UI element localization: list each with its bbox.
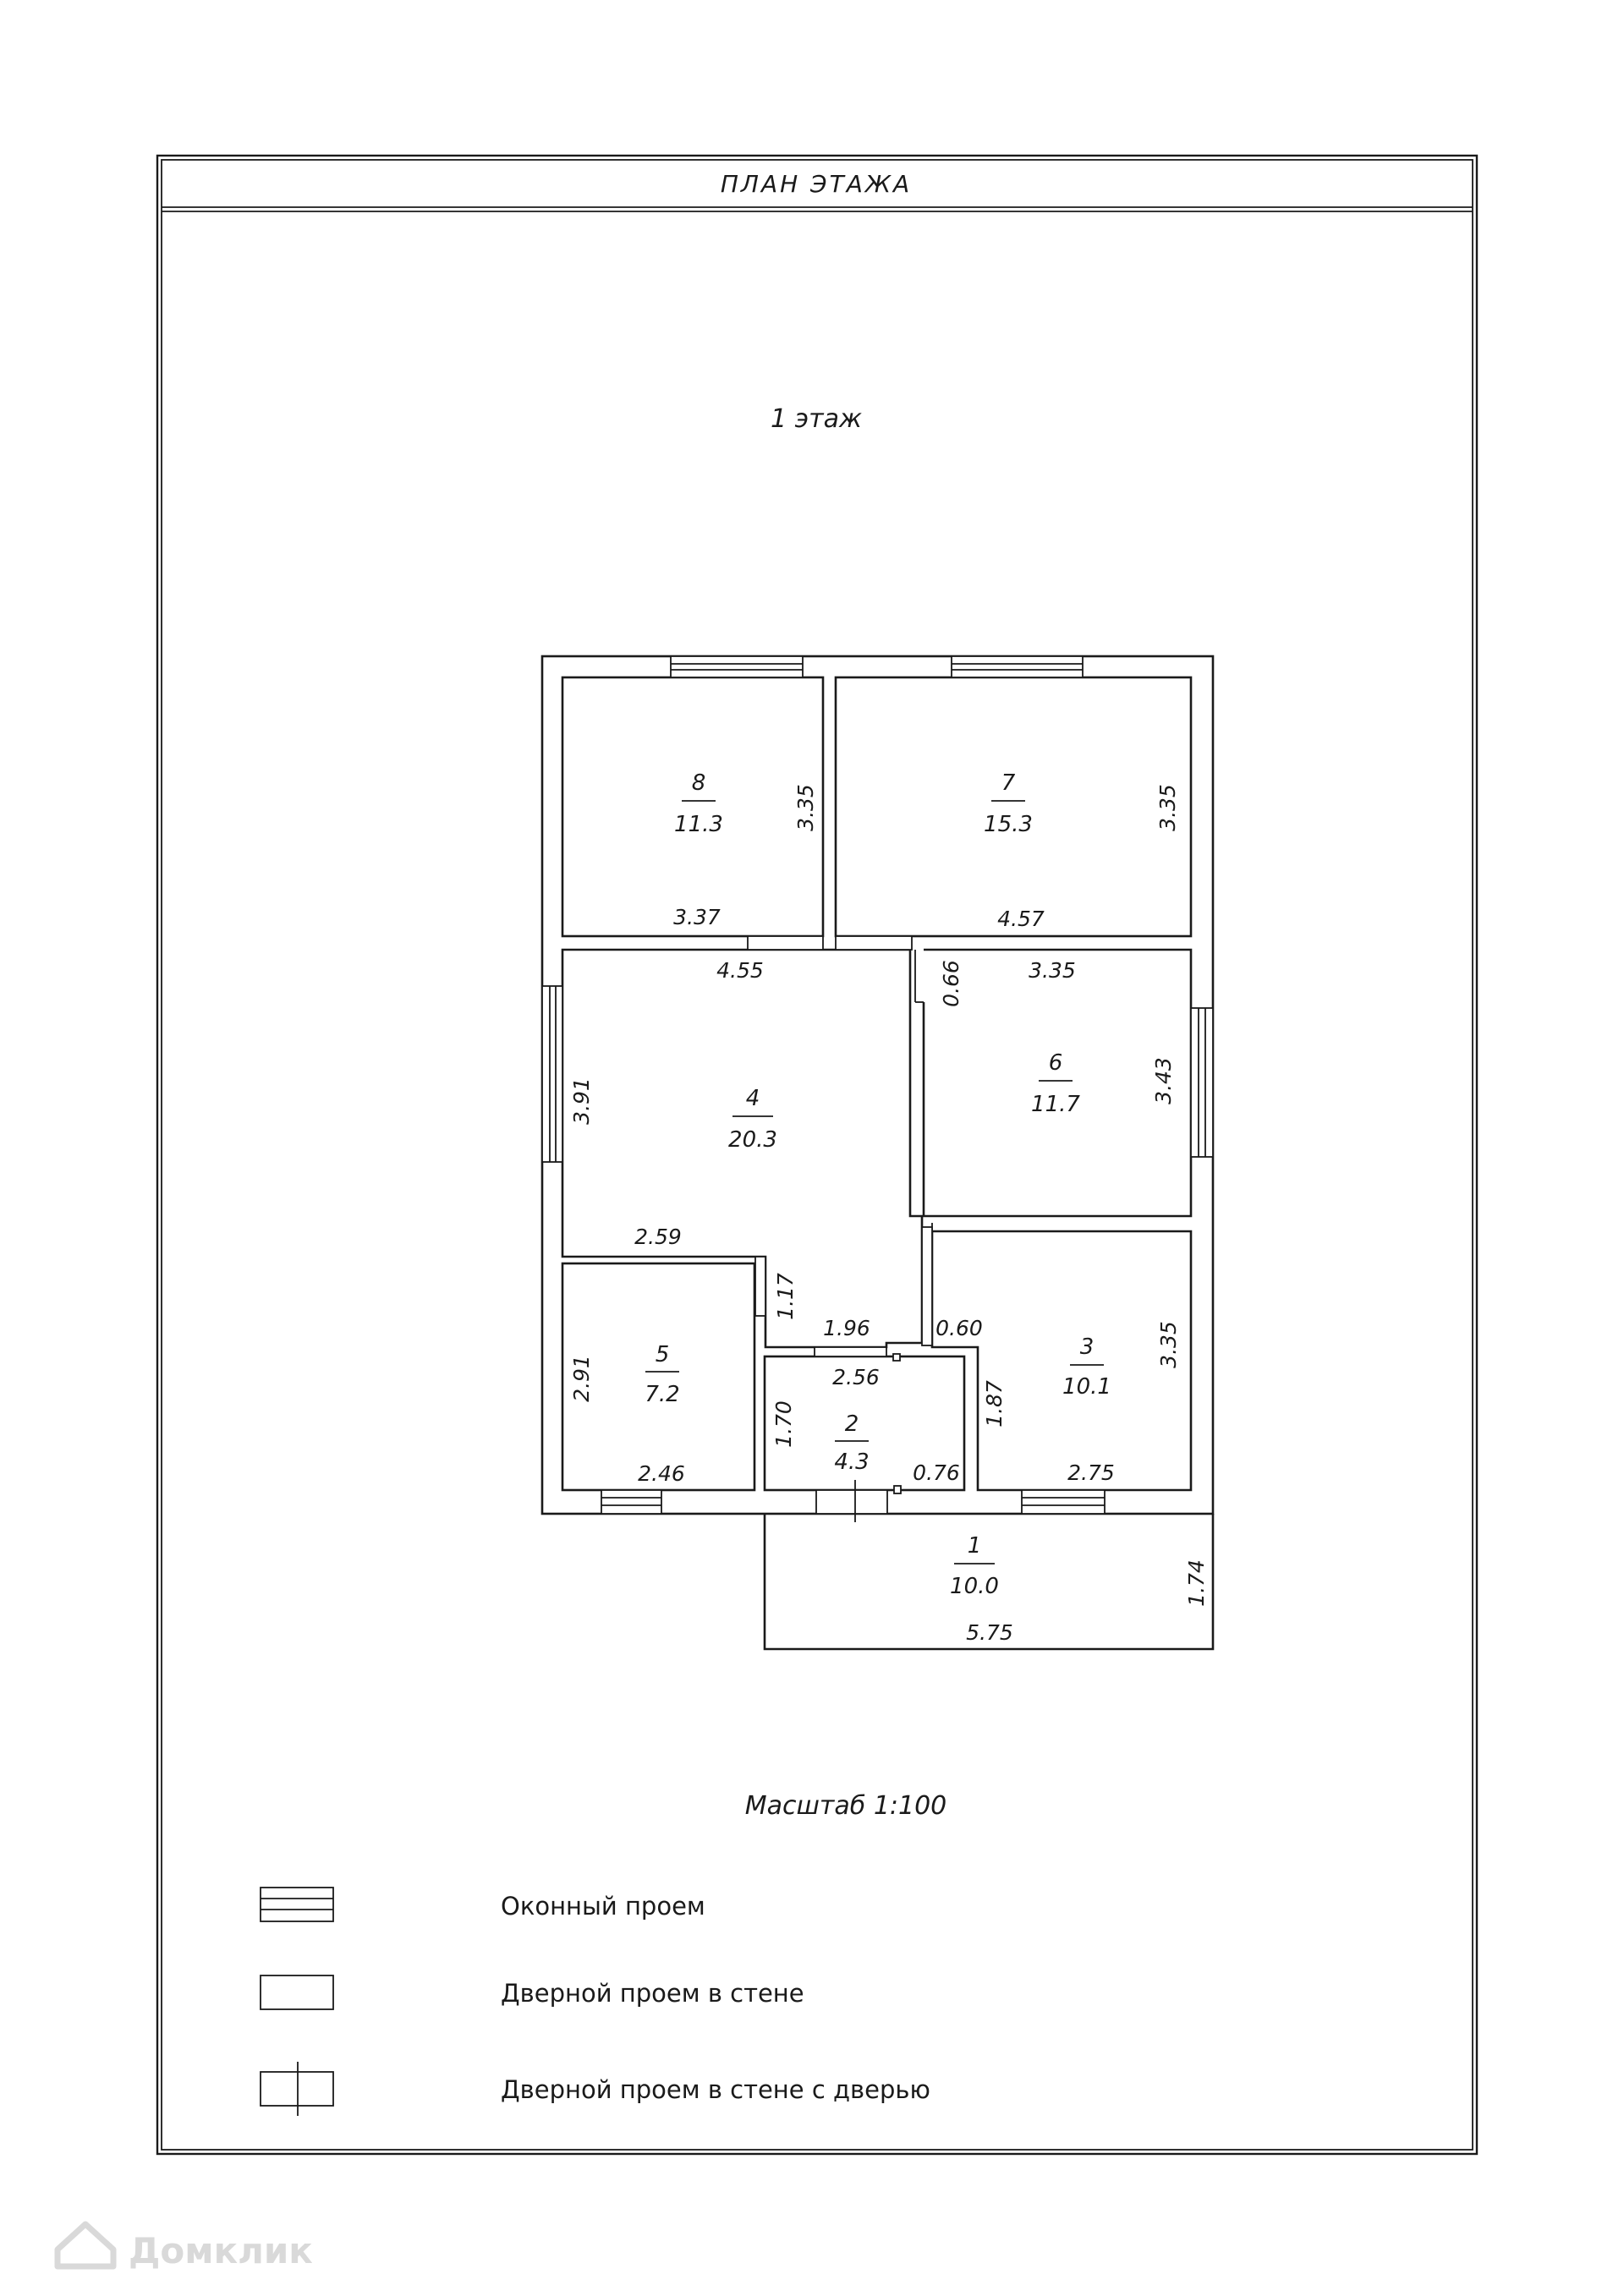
watermark: Домклик [54,2221,313,2271]
room-number: 5 [656,1342,670,1367]
room-area: 7.2 [645,1382,679,1407]
dim-r3-left: 1.87 [982,1380,1007,1427]
room-5-label: 5 7.2 [645,1342,679,1407]
room-area: 10.1 [1062,1374,1111,1400]
dim-r2-top: 2.56 [832,1365,880,1389]
house-logo-icon [54,2221,117,2270]
room-number: 7 [1001,770,1016,796]
window-room-7 [951,655,1084,678]
dim-r4-bottom: 2.59 [634,1225,682,1249]
window-room-6 [1190,1007,1214,1158]
dim-r6-top: 3.35 [1029,958,1076,983]
room-4-label: 4 20.3 [728,1086,777,1153]
room-8-outline [561,676,825,938]
door-room-7 [835,935,913,951]
floor-label: 1 этаж [771,404,862,434]
room-area: 15.3 [984,812,1033,837]
dim-r7-width: 4.57 [997,907,1045,931]
room-7-label: 7 15.3 [984,770,1033,837]
window-room-5 [601,1489,662,1515]
room-3-outline [930,1230,1193,1492]
room-area: 11.3 [674,812,723,837]
room-number: 2 [845,1411,859,1437]
dim-r4-left: 3.91 [569,1077,594,1125]
dim-r3-notch: 0.60 [935,1316,983,1340]
window-room-4 [541,985,563,1163]
room-number: 8 [692,770,706,796]
watermark-text: Домклик [129,2230,313,2271]
entrance-door [815,1489,888,1515]
room-6-label: 6 11.7 [1031,1050,1080,1117]
dim-r3-bottom: 2.75 [1067,1460,1115,1485]
scale-label: Масштаб 1:100 [745,1791,947,1821]
room-3-label: 3 10.1 [1062,1334,1111,1400]
legend-label: Дверной проем в стене с дверью [501,2075,930,2104]
dim-r2-left: 1.70 [771,1400,796,1448]
room-area: 4.3 [834,1449,869,1475]
dim-r7-height: 3.35 [1155,784,1180,831]
dim-r1-right: 1.74 [1184,1559,1209,1607]
drawing-frame [156,154,1479,2156]
dim-r3-right: 3.35 [1156,1321,1181,1368]
dim-r1-bottom: 5.75 [966,1620,1013,1645]
dim-r4-notch: 1.17 [773,1273,798,1320]
room-2-label: 2 4.3 [834,1411,869,1475]
room-1-label: 1 10.0 [950,1533,999,1599]
dim-r6-right: 3.43 [1151,1057,1176,1104]
door-room-8 [747,935,824,951]
windows [541,655,1214,1515]
dim-r5-bottom: 2.46 [638,1461,685,1486]
room-number: 3 [1080,1334,1095,1360]
room-area: 10.0 [950,1574,999,1599]
page-title: ПЛАН ЭТАЖА [721,170,912,198]
room-1-outline [763,1514,1215,1651]
room-8-label: 8 11.3 [674,770,723,837]
door-opening-icon [260,1975,334,2010]
dim-r6-opening: 0.66 [939,960,963,1007]
room-area: 20.3 [728,1127,777,1153]
door-room-5 [754,1256,766,1317]
room-number: 4 [746,1086,760,1111]
room-area: 11.7 [1031,1092,1080,1117]
room-labels: 8 11.3 7 15.3 4 20.3 6 11.7 5 7.2 3 10.1 [645,770,1111,1599]
dim-r8-height: 3.35 [793,784,818,831]
window-room-8 [670,655,804,678]
dim-r5-left: 2.91 [569,1355,594,1402]
room-number: 6 [1049,1050,1063,1076]
room-7-outline [834,676,1193,938]
legend: Оконный проем Дверной проем в стене Двер… [260,1887,930,2116]
door-room-2 [814,1346,887,1357]
room-4-outline [561,948,924,1349]
door-with-leaf-icon [260,2062,334,2116]
dimension-labels: 3.37 4.57 4.55 3.35 2.59 1.96 2.56 0.60 … [569,784,1209,1645]
window-room-3 [1021,1489,1106,1515]
door-openings [747,935,933,1522]
legend-label: Дверной проем в стене [501,1979,804,2008]
dim-r4-top: 4.55 [716,958,764,983]
legend-label: Оконный проем [501,1892,705,1921]
dim-r4-bottom-mid: 1.96 [823,1316,870,1340]
dim-r8-width: 3.37 [673,905,721,929]
room-number: 1 [968,1533,982,1559]
dim-r2-door: 0.76 [913,1460,960,1485]
window-opening-icon [260,1887,334,1922]
door-room-3 [921,1226,933,1346]
